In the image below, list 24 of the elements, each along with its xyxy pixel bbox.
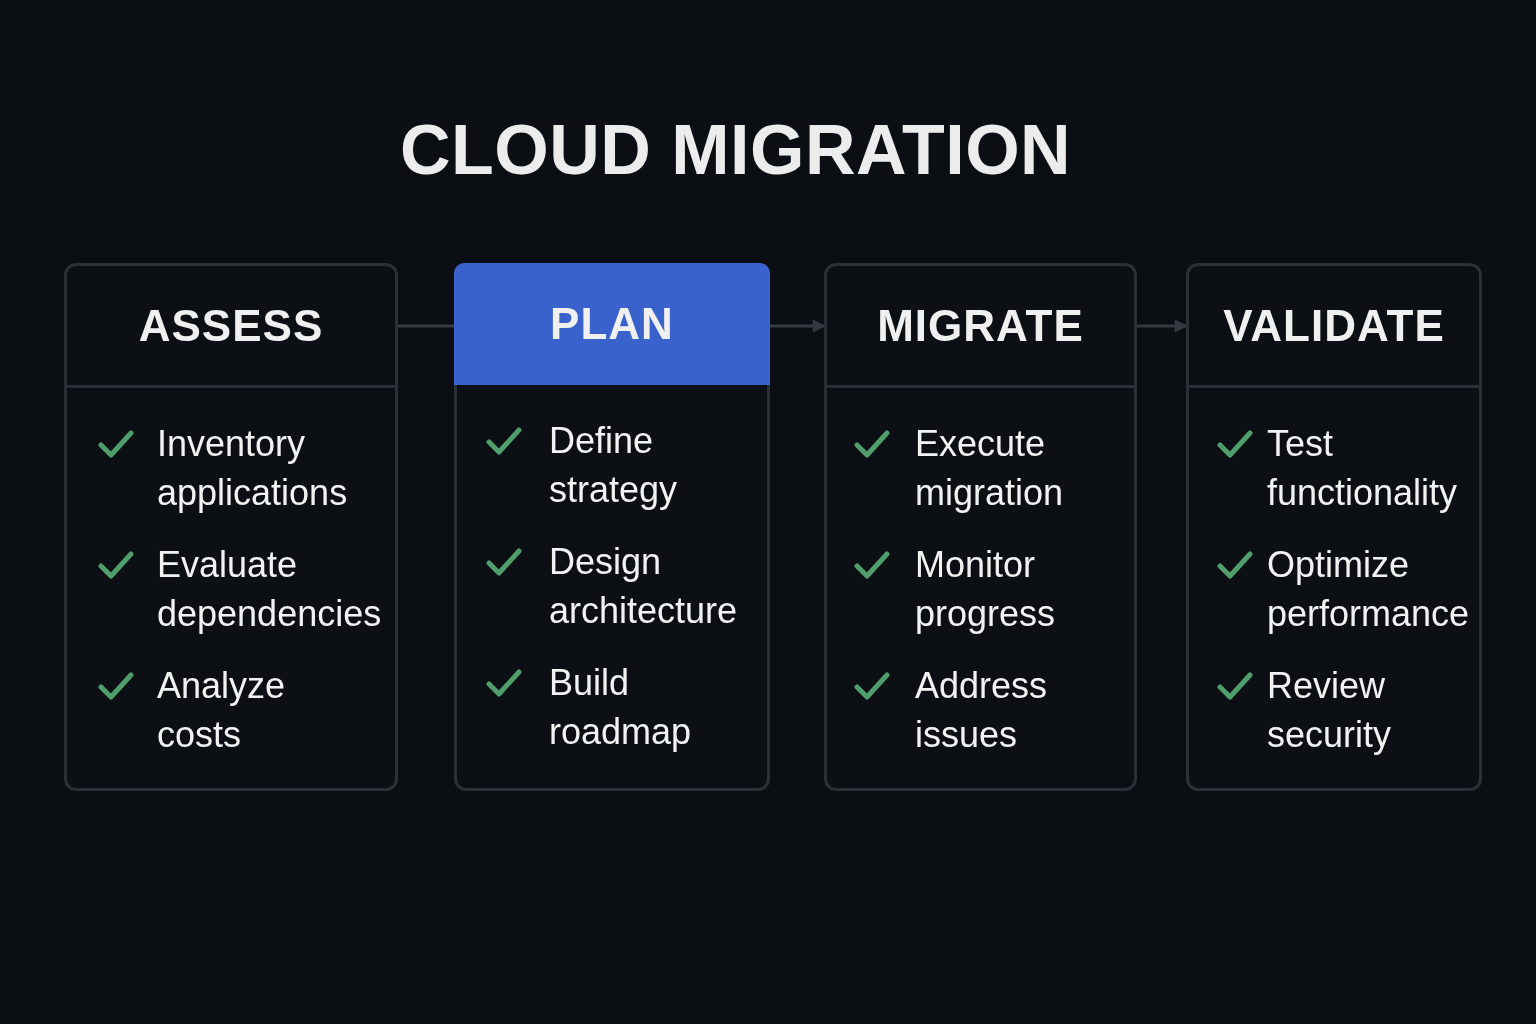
checklist-item: Optimize performance [1267, 543, 1471, 636]
checklist-item: Test functionality [1267, 422, 1459, 515]
checklist-item: Address issues [915, 664, 1049, 757]
stage-card [64, 263, 398, 791]
stage-card [454, 263, 770, 791]
checklist-item: Build roadmap [549, 661, 693, 754]
stage-card [1186, 263, 1482, 791]
arrow [1137, 319, 1187, 333]
stage-card [824, 263, 1137, 791]
checklist-item: Review security [1267, 664, 1393, 757]
stage-heading: ASSESS [138, 299, 324, 352]
stage-heading: VALIDATE [1223, 299, 1445, 352]
stage-heading: PLAN [550, 298, 674, 350]
checklist-item: Inventory applications [157, 422, 349, 515]
checklist-item: Evaluate dependencies [157, 543, 383, 636]
connector-line [398, 324, 454, 328]
checklist-item: Execute migration [915, 422, 1065, 515]
arrow [770, 319, 825, 333]
checklist-item: Define strategy [549, 419, 679, 512]
stage-heading: MIGRATE [877, 299, 1084, 352]
checklist-item: Analyze costs [157, 664, 287, 757]
checklist-item: Design architecture [549, 540, 739, 633]
checklist-item: Monitor progress [915, 543, 1057, 636]
diagram-title: CLOUD MIGRATION [400, 112, 1072, 188]
